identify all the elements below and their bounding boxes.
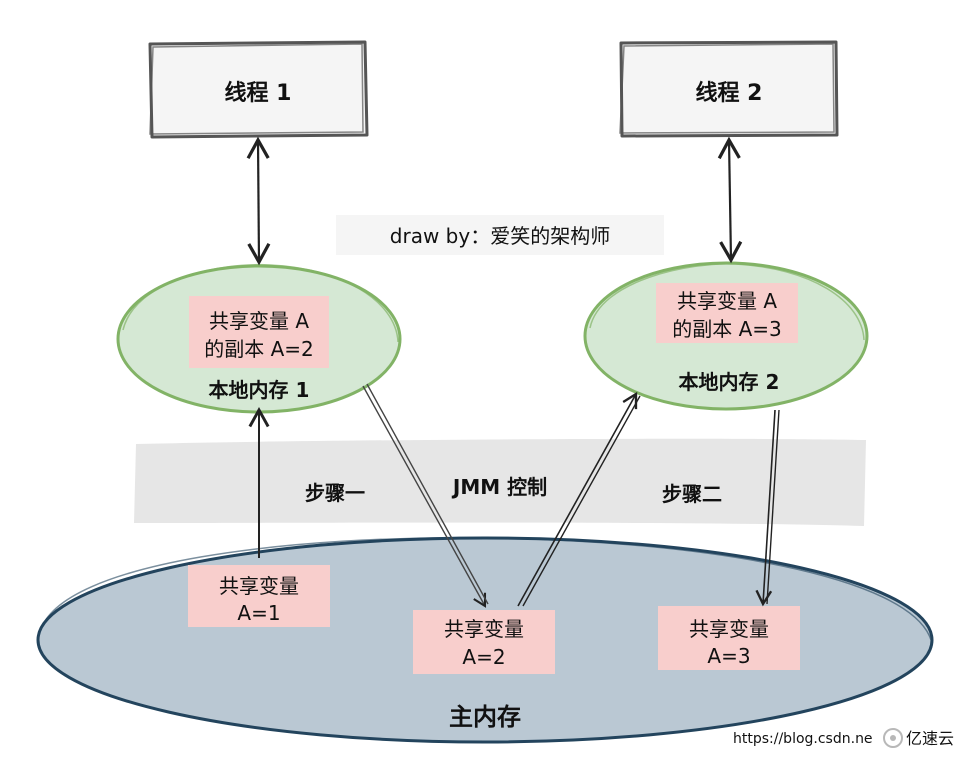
thread-1-box[interactable] — [148, 40, 369, 139]
copy-1-line2: 的副本 A=2 — [204, 337, 314, 361]
main-var-3-line2: A=3 — [707, 644, 750, 668]
watermark-brand: 亿速云 — [906, 729, 954, 748]
copy-box-1 — [189, 296, 329, 368]
copy-box-2 — [656, 283, 798, 343]
step-2-label: 步骤二 — [662, 482, 722, 506]
credit-text: draw by：爱笑的架构师 — [390, 224, 610, 248]
credit-box — [336, 215, 664, 255]
copy-1-line1: 共享变量 A — [209, 309, 309, 333]
local-memory-1-label: 本地内存 1 — [209, 378, 310, 402]
copy-2-line1: 共享变量 A — [677, 289, 777, 313]
main-var-box-3 — [658, 606, 800, 670]
arrow-thread2-local2 — [717, 136, 743, 264]
step-1-label: 步骤一 — [305, 481, 365, 505]
arrow-local2-to-main-a3 — [755, 409, 780, 607]
main-var-1-line1: 共享变量 — [219, 574, 299, 598]
arrow-main-a2-to-local2 — [517, 391, 641, 607]
jmm-band — [134, 438, 866, 526]
copy-2-line2: 的副本 A=3 — [672, 317, 782, 341]
watermark-url: https://blog.csdn.ne — [733, 731, 873, 747]
main-var-3-line1: 共享变量 — [689, 617, 769, 641]
thread-2-label: 线程 2 — [696, 80, 763, 106]
local-memory-2-label: 本地内存 2 — [679, 370, 780, 394]
arrow-local1-to-main-a2 — [362, 383, 489, 608]
main-var-box-2 — [413, 610, 555, 674]
watermark-logo-icon — [883, 728, 903, 748]
thread-1-label: 线程 1 — [225, 80, 292, 106]
main-var-2-line2: A=2 — [462, 645, 505, 669]
main-memory-label: 主内存 — [449, 703, 521, 731]
main-var-box-1 — [188, 565, 330, 627]
main-var-2-line1: 共享变量 — [444, 617, 524, 641]
thread-2-box[interactable] — [619, 40, 839, 138]
main-var-1-line2: A=1 — [237, 601, 280, 625]
arrow-thread1-local1 — [246, 136, 271, 266]
jmm-label: JMM 控制 — [451, 475, 547, 499]
